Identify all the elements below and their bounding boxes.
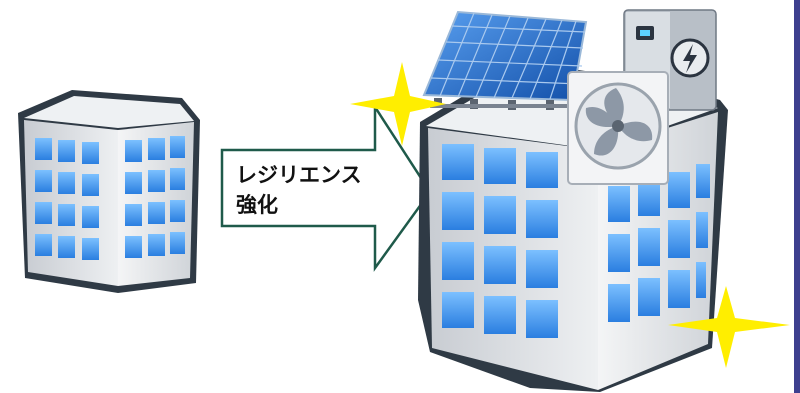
ventilation-fan-icon — [567, 71, 669, 185]
solar-panel-icon — [422, 10, 588, 110]
transformation-arrow — [220, 102, 432, 272]
sparkle-icon — [350, 62, 446, 146]
right-accent-bar — [794, 0, 800, 393]
small-building-icon — [18, 90, 200, 293]
arrow-label-line2: 強化 — [236, 193, 278, 217]
arrow-label: レジリエンス 強化 — [236, 160, 396, 220]
sparkle-icon — [668, 286, 790, 368]
arrow-label-line1: レジリエンス — [236, 163, 362, 187]
